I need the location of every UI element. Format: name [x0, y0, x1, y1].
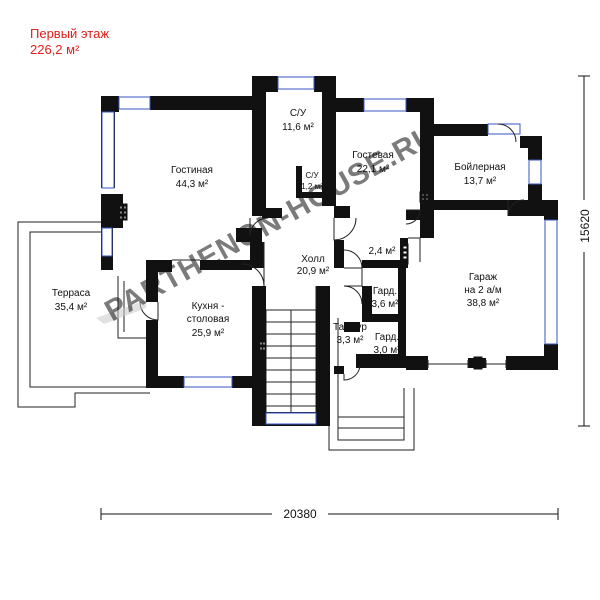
room-gard-36-area: 3,6 м²: [372, 299, 400, 310]
room-tambur: Тамбур 3,3 м²: [333, 321, 367, 346]
room-kholl-area: 20,9 м²: [297, 266, 330, 277]
room-su-main: С/У 11,6 м²: [282, 108, 314, 133]
room-gostevaya-area: 22,1 м²: [357, 164, 390, 175]
room-gostinaya-name: Гостиная: [171, 165, 213, 176]
room-gostinaya-area: 44,3 м²: [176, 179, 209, 190]
room-gard-30: Гард. 3,0 м²: [374, 332, 402, 356]
terrace-outline: [17, 221, 150, 408]
room-labels: С/У 11,6 м² С/У 1,2 м² Гостиная 44,3 м² …: [52, 108, 506, 356]
room-su-small-area: 1,2 м²: [301, 182, 323, 191]
room-gostevaya-name: Гостевая: [352, 150, 394, 161]
dimension-width-value: 20380: [283, 507, 317, 521]
dimension-width: 20380: [100, 507, 559, 521]
room-kukhnya: Кухня - столовая 25,9 м²: [187, 301, 230, 339]
room-terrasa-name: Терраса: [52, 288, 91, 299]
entrance-steps: [265, 309, 415, 451]
room-tambur-name: Тамбур: [333, 321, 367, 333]
room-garazh: Гараж на 2 а/м 38,8 м²: [464, 272, 502, 309]
room-su-small-name: С/У: [305, 171, 319, 180]
room-terrasa-area: 35,4 м²: [55, 302, 88, 313]
room-kukhnya-area: 25,9 м²: [192, 328, 225, 339]
dimension-depth-value: 15620: [578, 209, 592, 243]
room-gostevaya: Гостевая 22,1 м²: [352, 150, 394, 175]
room-boylernaya: Бойлерная 13,7 м²: [454, 162, 505, 187]
room-kholl: Холл 20,9 м²: [297, 254, 330, 277]
floor-title-block: Первый этаж 226,2 м²: [30, 26, 109, 58]
room-garazh-area: 38,8 м²: [467, 298, 500, 309]
windows: [101, 76, 558, 425]
room-terrasa: Терраса 35,4 м²: [52, 288, 91, 313]
floor-title: Первый этаж: [30, 26, 110, 41]
room-closet-24: 2,4 м²: [369, 246, 397, 257]
room-garazh-name-line2: на 2 а/м: [464, 285, 502, 296]
room-closet-24-area: 2,4 м²: [369, 246, 397, 257]
room-gard-30-name: Гард.: [375, 332, 399, 343]
room-tambur-area: 3,3 м²: [337, 335, 365, 346]
room-kukhnya-name-line2: столовая: [187, 314, 230, 325]
room-su-main-area: 11,6 м²: [282, 122, 314, 133]
floor-area: 226,2 м²: [30, 42, 80, 57]
room-gostinaya: Гостиная 44,3 м²: [171, 165, 213, 190]
room-boylernaya-name: Бойлерная: [454, 162, 505, 173]
dimension-depth: 15620: [578, 75, 592, 427]
room-kholl-name: Холл: [301, 254, 325, 265]
room-su-small: С/У 1,2 м²: [301, 171, 323, 191]
room-kukhnya-name-line1: Кухня -: [192, 301, 225, 312]
room-gard-36-name: Гард.: [373, 286, 397, 297]
room-su-main-name: С/У: [290, 108, 307, 119]
room-gard-36: Гард. 3,6 м²: [372, 286, 400, 310]
fixtures: [117, 191, 483, 370]
room-garazh-name-line1: Гараж: [469, 272, 498, 283]
room-boylernaya-area: 13,7 м²: [464, 176, 497, 187]
walls: [101, 76, 558, 426]
doors: [139, 123, 525, 381]
room-gard-30-area: 3,0 м²: [374, 345, 402, 356]
